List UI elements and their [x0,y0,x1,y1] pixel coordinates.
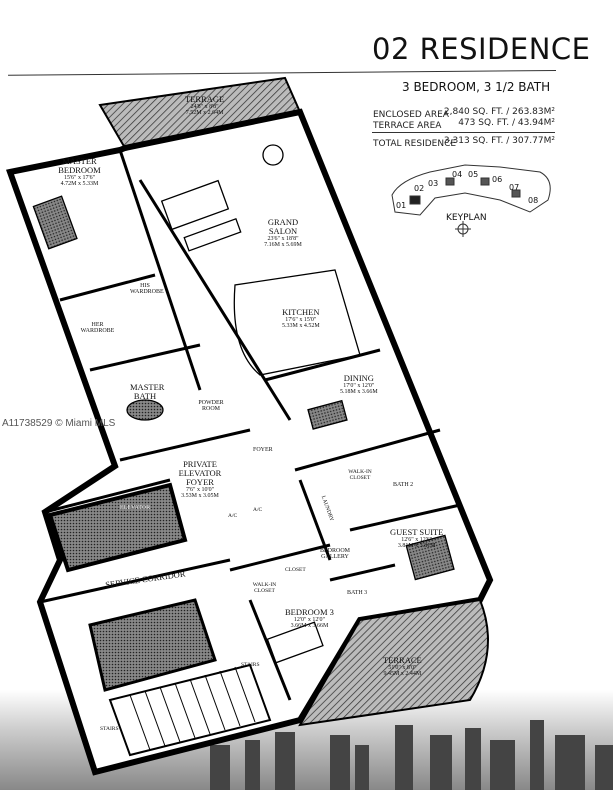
elevator-shafts [47,482,188,573]
room-bath-3: BATH 3 [347,590,368,596]
total-residence-value: 3,313 SQ. FT. / 307.77M² [443,136,555,146]
room-foyer: FOYER [253,447,273,453]
room-ac-2: A/C [253,507,263,513]
keyplan-unit-06: 06 [492,175,503,184]
area-divider [372,132,555,133]
enclosed-area-value: 2,840 SQ. FT. / 263.83M² [443,107,555,117]
room-elevator: ELEVATOR [120,505,151,511]
room-walkin-closet-2: WALK-IN CLOSET [252,582,277,594]
page-title: 02 RESIDENCE [372,32,591,66]
room-walkin-closet-1: WALK-IN CLOSET [348,469,372,481]
keyplan-label: KEYPLAN [446,213,487,223]
terrace-area-label: TERRACE AREA [373,121,442,131]
unit-outline [6,108,494,776]
keyplan-unit-02: 02 [414,184,425,193]
mls-watermark: A11738529 © Miami MLS [2,418,116,429]
room-master-bath: MASTER BATH [130,382,165,401]
keyplan-unit-07: 07 [509,183,520,192]
keyplan-unit-04: 04 [452,170,463,179]
terrace-bottom-area [298,598,489,727]
keyplan-diagram [391,164,551,237]
room-her-wardrobe: HER WARDROBE [80,322,115,335]
service-elevator [88,598,217,692]
enclosed-area-label: ENCLOSED AREA [373,110,449,120]
room-powder-room: POWDER ROOM [198,400,224,413]
room-bedroom-gallery: BEDROOM GALLERY [319,548,350,561]
stairs-drawing [108,663,272,757]
page-subtitle: 3 BEDROOM, 3 1/2 BATH [402,80,551,94]
total-residence-label: TOTAL RESIDENCE [373,139,457,149]
room-his-wardrobe: HIS WARDROBE [130,283,164,296]
room-bath-2: BATH 2 [393,482,414,488]
terrace-area-value: 473 SQ. FT. / 43.94M² [458,118,555,128]
keyplan-unit-03: 03 [428,179,439,188]
keyplan-unit-01: 01 [396,201,407,210]
room-ac-1: A/C [228,513,238,519]
keyplan-unit-05: 05 [468,170,479,179]
furniture [32,144,455,664]
unit-02-highlight [409,195,421,205]
skyline-buildings [210,720,613,790]
interior-walls [39,149,461,701]
keyplan-unit-08: 08 [528,196,539,205]
room-closet: CLOSET [285,567,306,573]
room-stairs-2: STAIRS [100,726,119,732]
room-stairs-1: STAIRS [241,662,260,668]
